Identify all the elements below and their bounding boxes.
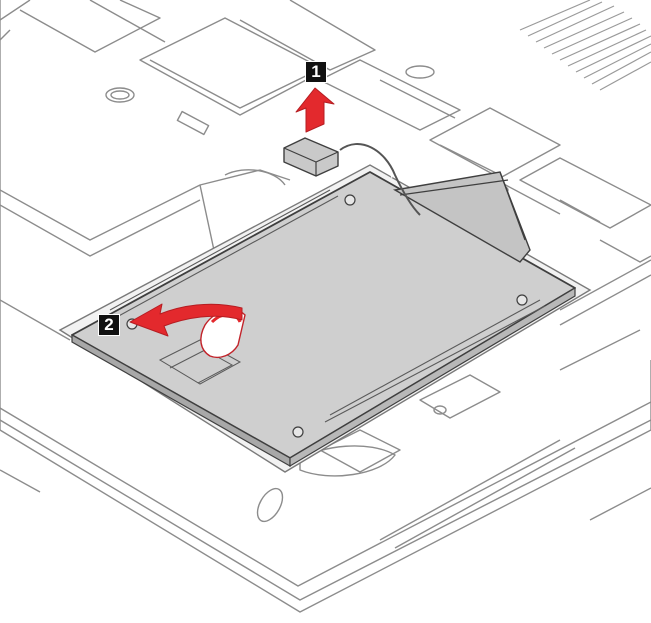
vent-grille xyxy=(520,0,651,90)
arrow-up-icon xyxy=(296,88,334,132)
step-badge-1: 1 xyxy=(305,61,327,83)
step-badge-2: 2 xyxy=(98,314,120,336)
